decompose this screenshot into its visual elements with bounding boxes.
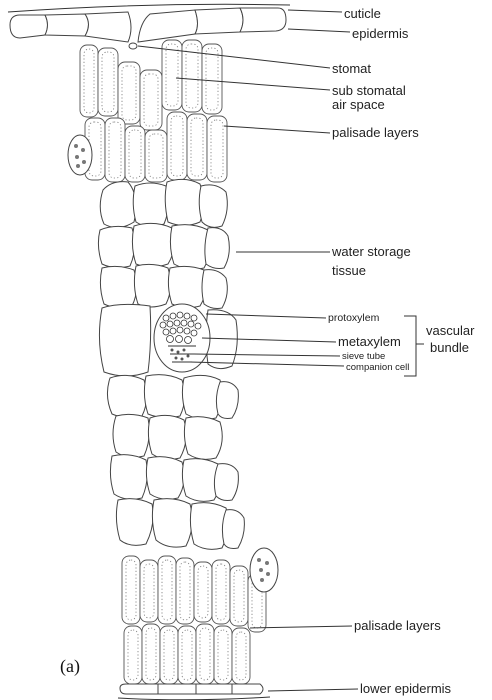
label-water-storage-line1: water storage <box>331 244 411 259</box>
label-palisade-layers-bottom: palisade layers <box>354 618 441 633</box>
label-vascular-bundle-line2: bundle <box>430 340 469 355</box>
upper-palisade-tissue <box>68 40 227 182</box>
lower-epidermis <box>118 684 270 700</box>
label-metaxylem: metaxylem <box>338 334 401 349</box>
label-stomat: stomat <box>332 61 371 76</box>
label-water-storage-line2: tissue <box>332 263 366 278</box>
water-storage-tissue-lower <box>107 375 244 550</box>
label-substomatal-air-space-line2: air space <box>332 97 385 112</box>
label-substomatal-air-space-line1: sub stomatal <box>332 83 406 98</box>
label-protoxylem: protoxylem <box>328 312 380 324</box>
label-vascular-bundle-line1: vascular <box>426 323 475 338</box>
label-cuticle: cuticle <box>344 6 381 21</box>
label-epidermis: epidermis <box>352 26 409 41</box>
label-companion-cell: companion cell <box>346 362 409 373</box>
label-palisade-layers-top: palisade layers <box>332 125 419 140</box>
upper-epidermis <box>8 4 290 49</box>
label-sieve-tube: sieve tube <box>342 351 385 362</box>
label-lower-epidermis: lower epidermis <box>360 681 452 696</box>
lower-palisade-tissue <box>122 548 278 684</box>
panel-label: (a) <box>60 656 80 677</box>
water-storage-tissue <box>98 179 229 308</box>
